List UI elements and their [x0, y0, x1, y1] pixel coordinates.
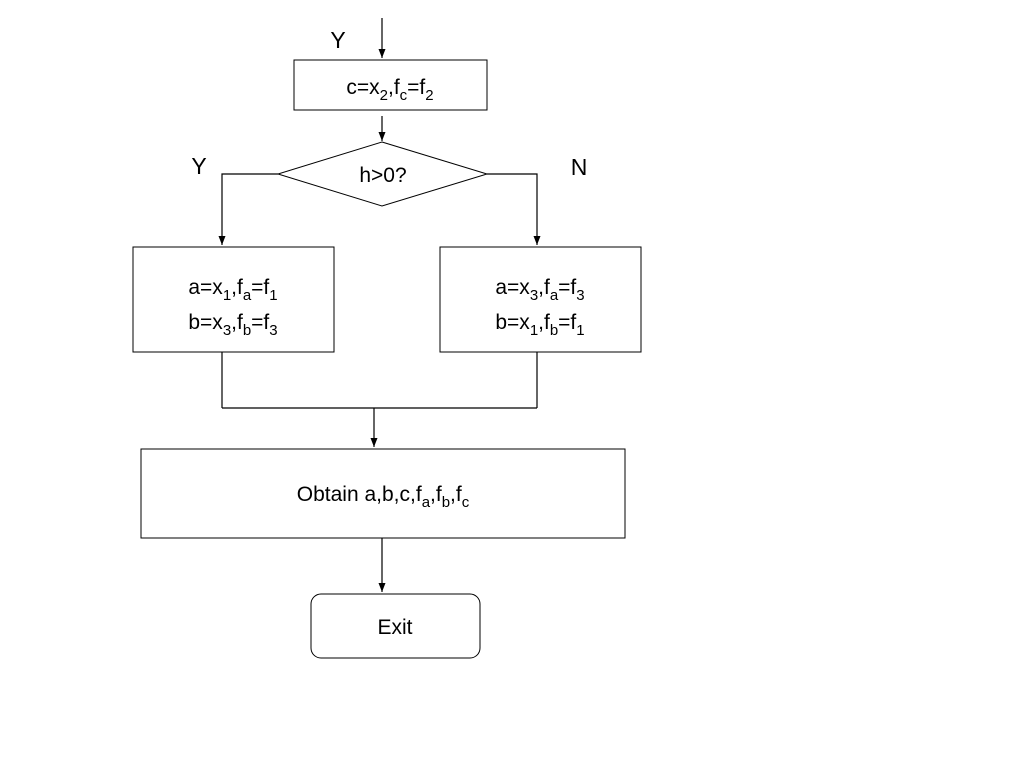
decision-no-branch-arrow — [487, 173, 541, 245]
right-branch-box — [439, 246, 642, 353]
left-branch-text: a=x1,fa=f1 b=x3,fb=f3 — [188, 276, 277, 339]
left-box-line: b=x3,fb=f3 — [188, 311, 277, 339]
assign-c-line: c=x2,fc=f2 — [346, 76, 433, 104]
right-box-line: b=x1,fb=f1 — [495, 311, 584, 339]
decision-no-label: N — [571, 154, 588, 180]
entry-yes-label: Y — [330, 27, 345, 53]
right-branch-text: a=x3,fa=f3 b=x1,fb=f1 — [495, 276, 584, 339]
decision-line: h>0? — [359, 164, 406, 187]
right-box-line: a=x3,fa=f3 — [495, 276, 584, 304]
assign-c-text: c=x2,fc=f2 — [346, 76, 433, 104]
decision-yes-label: Y — [191, 153, 206, 179]
left-box-line: a=x1,fa=f1 — [188, 276, 277, 304]
left-branch-box — [132, 246, 335, 353]
obtain-text: Obtain a,b,c,fa,fb,fc — [297, 483, 470, 511]
exit-box-line: Exit — [377, 616, 412, 639]
obtain-box-line: Obtain a,b,c,fa,fb,fc — [297, 483, 470, 511]
exit-box — [310, 593, 481, 659]
exit-text: Exit — [377, 616, 412, 639]
decision-text: h>0? — [359, 164, 406, 187]
decision-diamond — [276, 141, 489, 207]
obtain-box — [140, 448, 626, 539]
assign-c-box — [293, 59, 488, 111]
decision-yes-branch-arrow — [218, 173, 278, 245]
